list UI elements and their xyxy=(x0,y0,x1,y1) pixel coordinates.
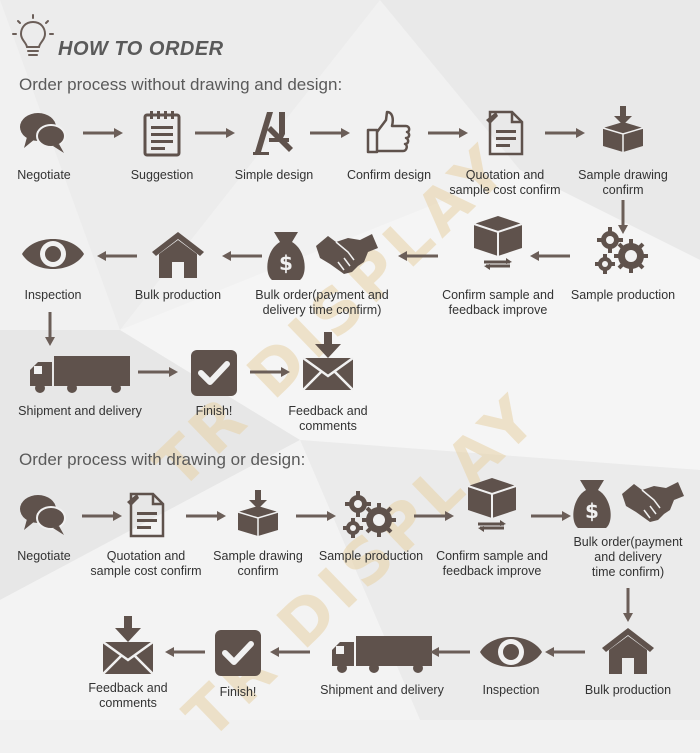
moneybag-handshake-icon: $ xyxy=(570,476,686,528)
step-label: Suggestion xyxy=(130,168,194,182)
thumbs-up-icon xyxy=(364,108,414,158)
flow-arrow xyxy=(428,128,468,138)
step-label: Bulk production xyxy=(584,683,672,697)
step-label: Inspection xyxy=(482,683,540,697)
box-cycle-icon xyxy=(464,476,520,532)
flow-arrow xyxy=(430,647,470,657)
flow-arrow xyxy=(414,511,454,521)
flow-arrow xyxy=(222,251,262,261)
flow-arrow xyxy=(45,312,55,346)
page-title: HOW TO ORDER xyxy=(58,38,224,60)
step-label: Quotation and sample cost confirm xyxy=(90,549,202,578)
chat-bubbles-icon xyxy=(19,490,69,540)
flow-arrow xyxy=(97,251,137,261)
mail-download-icon xyxy=(101,616,155,675)
step-label: Bulk order(payment and delivery time con… xyxy=(255,288,389,317)
flow-arrow xyxy=(195,128,235,138)
step-label: Negotiate xyxy=(17,168,71,182)
moneybag-handshake-icon: $ xyxy=(264,228,380,280)
flow-arrow xyxy=(250,367,290,377)
flow-arrow xyxy=(531,511,571,521)
design-tools-icon xyxy=(249,108,299,158)
step-label: Bulk production xyxy=(134,288,222,302)
step-label: Confirm sample and feedback improve xyxy=(442,288,554,317)
step-label: Quotation and sample cost confirm xyxy=(449,168,561,197)
chat-bubbles-icon xyxy=(19,108,69,158)
flow-arrow xyxy=(398,251,438,261)
step-label: Shipment and delivery xyxy=(320,683,444,697)
notepad-icon xyxy=(137,108,187,158)
checkbox-icon xyxy=(213,628,263,678)
flow-arrow xyxy=(165,647,205,657)
eye-icon xyxy=(20,232,86,282)
flow-arrow xyxy=(623,588,633,622)
flow-arrow xyxy=(186,511,226,521)
gears-icon xyxy=(593,226,653,276)
step-label: Finish! xyxy=(195,404,233,418)
background xyxy=(0,0,700,720)
step-label: Negotiate xyxy=(17,549,71,563)
step-label: Sample drawing confirm xyxy=(213,549,303,578)
step-label: Sample drawing confirm xyxy=(578,168,668,197)
step-label: Simple design xyxy=(234,168,314,182)
truck-icon xyxy=(28,354,132,404)
house-icon xyxy=(600,626,656,676)
flow-arrow xyxy=(618,200,628,234)
flow-arrow xyxy=(296,511,336,521)
step-label: Feedback and comments xyxy=(288,404,368,433)
step-label: Sample production xyxy=(570,288,676,302)
step-label: Confirm sample and feedback improve xyxy=(436,549,548,578)
gears-icon xyxy=(341,490,401,540)
flow-arrow xyxy=(310,128,350,138)
flow-arrow xyxy=(530,251,570,261)
step-label: Sample production xyxy=(318,549,424,563)
flow-arrow xyxy=(270,647,310,657)
document-icon xyxy=(480,108,530,158)
flow-arrow xyxy=(83,128,123,138)
step-label: Confirm design xyxy=(346,168,432,182)
lightbulb-icon xyxy=(12,14,54,56)
document-icon xyxy=(121,490,171,540)
step-label: Feedback and comments xyxy=(88,681,168,710)
flow-arrow xyxy=(82,511,122,521)
truck-icon xyxy=(330,634,434,684)
eye-icon xyxy=(478,630,544,680)
step-label: Shipment and delivery xyxy=(18,404,142,418)
flow-arrow xyxy=(138,367,178,377)
section2-title: Order process with drawing or design: xyxy=(19,450,306,469)
mail-download-icon xyxy=(301,332,355,391)
flow-arrow xyxy=(545,647,585,657)
box-download-icon xyxy=(233,488,283,538)
svg-text:$: $ xyxy=(279,251,293,275)
step-label: Finish! xyxy=(219,685,257,699)
box-cycle-icon xyxy=(470,214,526,270)
flow-arrow xyxy=(545,128,585,138)
box-download-icon xyxy=(598,104,648,154)
svg-text:$: $ xyxy=(585,499,599,523)
step-label: Bulk order(payment and delivery time con… xyxy=(573,535,683,579)
section1-title: Order process without drawing and design… xyxy=(19,75,343,94)
step-label: Inspection xyxy=(24,288,82,302)
checkbox-icon xyxy=(189,348,239,398)
house-icon xyxy=(150,230,206,280)
